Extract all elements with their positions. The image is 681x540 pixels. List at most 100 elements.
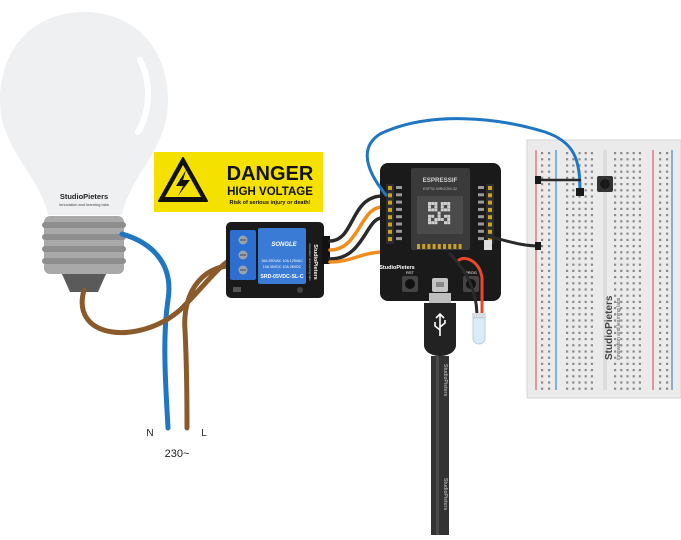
hole <box>614 232 617 235</box>
hole <box>659 226 662 229</box>
hole <box>584 356 587 359</box>
hole <box>572 288 575 291</box>
mains-wires <box>79 231 243 431</box>
hole <box>566 238 569 241</box>
hole <box>620 232 623 235</box>
hole <box>541 158 544 161</box>
hole <box>614 238 617 241</box>
hole <box>584 176 587 179</box>
hole <box>584 158 587 161</box>
hole <box>572 207 575 210</box>
hole <box>541 313 544 316</box>
hole <box>632 195 635 198</box>
hole <box>578 362 581 365</box>
hole <box>659 183 662 186</box>
hole <box>620 176 623 179</box>
hole <box>584 387 587 390</box>
hole <box>584 269 587 272</box>
hole <box>572 238 575 241</box>
hole <box>584 226 587 229</box>
hole <box>638 313 641 316</box>
hole <box>620 152 623 155</box>
neutral-label: N <box>146 428 153 439</box>
hole <box>388 207 392 212</box>
hole <box>541 276 544 279</box>
hole <box>659 152 662 155</box>
hole <box>638 362 641 365</box>
hole <box>638 387 641 390</box>
hole <box>541 319 544 322</box>
hole <box>614 251 617 254</box>
hole <box>659 387 662 390</box>
hole <box>572 282 575 285</box>
hole <box>584 220 587 223</box>
hole <box>620 238 623 241</box>
hole <box>620 294 623 297</box>
hole <box>666 170 669 173</box>
usb-icon <box>434 313 446 336</box>
hole <box>590 257 593 260</box>
hole <box>566 307 569 310</box>
hole <box>584 183 587 186</box>
hole <box>632 288 635 291</box>
hole <box>566 319 569 322</box>
hole <box>434 202 438 205</box>
hole <box>541 269 544 272</box>
hole <box>428 214 431 218</box>
hole <box>566 183 569 186</box>
hole <box>584 300 587 303</box>
hole <box>541 369 544 372</box>
hole <box>614 319 617 322</box>
bulb-glass <box>0 12 168 215</box>
hole <box>458 244 462 249</box>
hole <box>578 369 581 372</box>
light-bulb: StudioPieters innovation and learning la… <box>0 12 168 292</box>
hole <box>566 375 569 378</box>
hole <box>659 245 662 248</box>
hole <box>541 362 544 365</box>
blue-jumper <box>365 117 582 197</box>
hole <box>632 257 635 260</box>
esp-header-pins <box>388 186 492 242</box>
hole <box>572 226 575 229</box>
hole <box>478 200 484 204</box>
hole <box>659 381 662 384</box>
hole <box>444 214 447 218</box>
hole <box>620 307 623 310</box>
hole <box>632 381 635 384</box>
hole <box>659 207 662 210</box>
hole <box>541 307 544 310</box>
hole <box>590 189 593 192</box>
hole <box>548 331 551 334</box>
hole <box>590 170 593 173</box>
hole <box>422 244 426 249</box>
hole <box>626 152 629 155</box>
hole <box>620 207 623 210</box>
hole <box>638 307 641 310</box>
hole <box>632 269 635 272</box>
led <box>448 252 486 345</box>
relay-logo: SONGLE <box>271 242 297 248</box>
hole <box>620 257 623 260</box>
hole <box>396 200 402 204</box>
hole <box>388 237 392 242</box>
hole <box>572 387 575 390</box>
hole <box>614 300 617 303</box>
hole <box>541 338 544 341</box>
hole <box>578 164 581 167</box>
hole <box>659 257 662 260</box>
hole <box>572 195 575 198</box>
hole <box>626 350 629 353</box>
hole <box>632 319 635 322</box>
neutral-wire <box>119 231 172 431</box>
hole <box>626 313 629 316</box>
hole <box>666 238 669 241</box>
hole <box>440 202 444 205</box>
hole <box>578 257 581 260</box>
hole <box>626 201 629 204</box>
hole <box>590 269 593 272</box>
hole <box>444 202 447 205</box>
hole <box>590 344 593 347</box>
hole <box>659 300 662 303</box>
hole <box>614 195 617 198</box>
